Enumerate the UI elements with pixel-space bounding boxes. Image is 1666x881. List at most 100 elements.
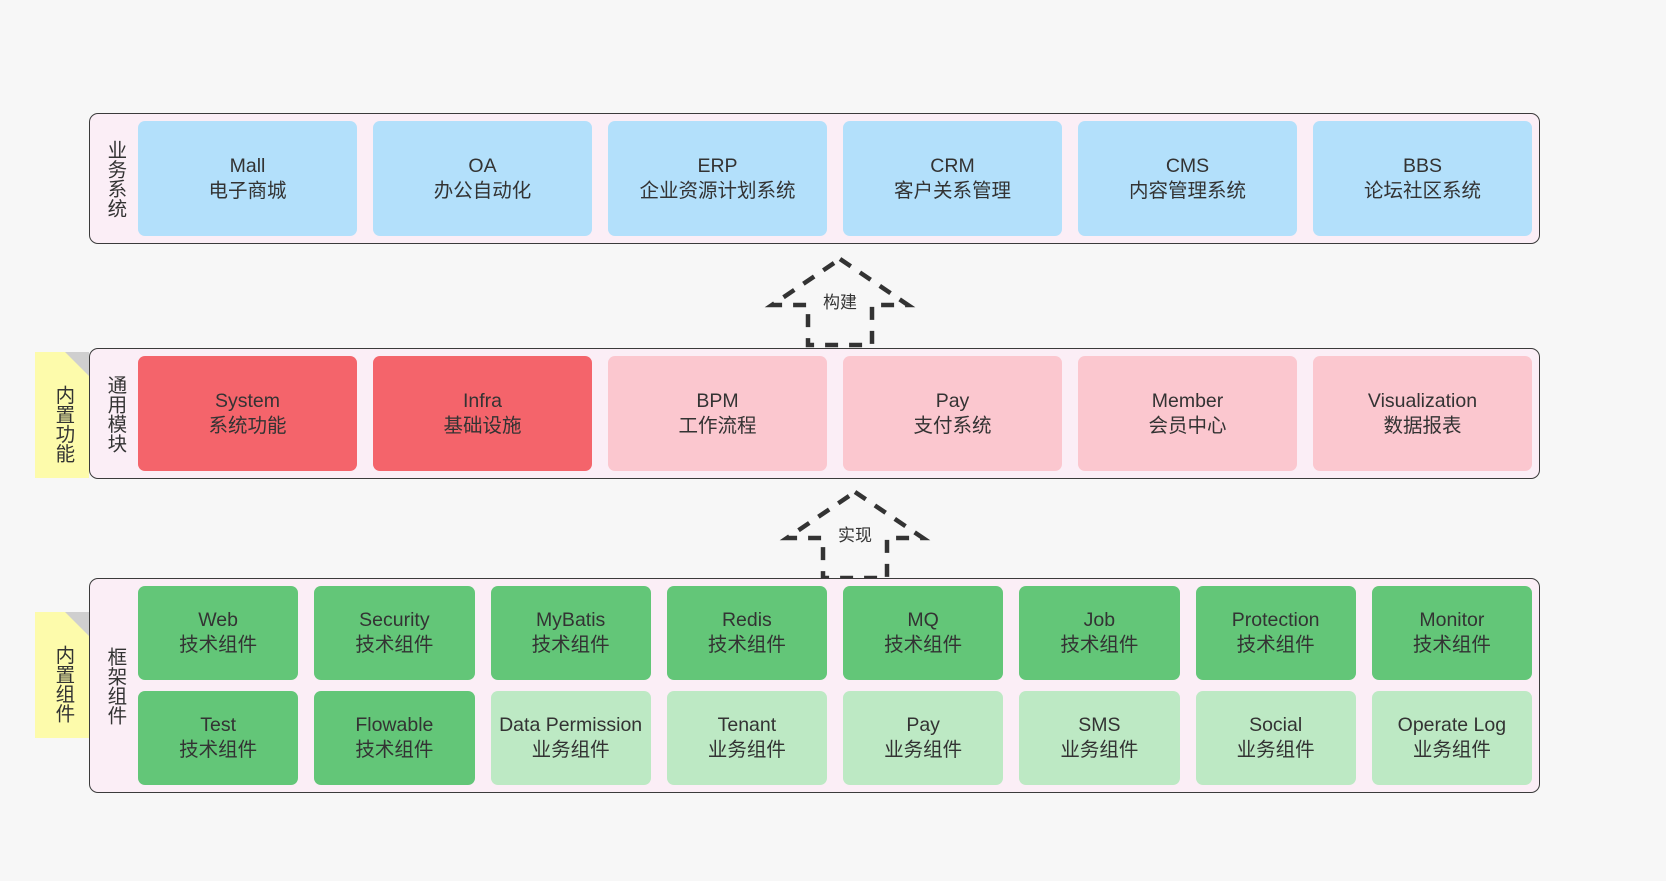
- card-pay[interactable]: Pay 支付系统: [843, 356, 1062, 471]
- card-title-en: BBS: [1402, 154, 1443, 177]
- card-title-en: Pay: [935, 389, 970, 412]
- card-redis[interactable]: Redis 技术组件: [666, 586, 827, 680]
- card-title-en: Flowable: [355, 714, 434, 737]
- card-title-cn: 会员中心: [1148, 414, 1227, 437]
- card-title-cn: 业务组件: [884, 739, 963, 761]
- sticky-note-label: 内置组件: [51, 645, 74, 723]
- card-infra[interactable]: Infra 基础设施: [373, 356, 592, 471]
- card-title-cn: 办公自动化: [433, 179, 532, 202]
- card-title-cn: 技术组件: [531, 634, 610, 656]
- card-row: System 系统功能 Infra 基础设施 BPM 工作流程 Pay 支付系统…: [138, 356, 1532, 471]
- layer-title-framework: 框架组件: [103, 646, 126, 725]
- card-title-en: Test: [200, 714, 236, 737]
- card-title-en: Operate Log: [1397, 714, 1507, 737]
- card-title-cn: 技术组件: [707, 634, 786, 656]
- card-title-en: Member: [1151, 389, 1224, 412]
- card-row: Web 技术组件 Security 技术组件 MyBatis 技术组件 Redi…: [138, 586, 1532, 680]
- card-flowable[interactable]: Flowable 技术组件: [314, 691, 475, 785]
- card-data-permission[interactable]: Data Permission 业务组件: [490, 691, 651, 785]
- card-title-en: CRM: [930, 154, 975, 177]
- card-title-cn: 业务组件: [707, 739, 786, 761]
- card-title-cn: 业务组件: [531, 739, 610, 761]
- card-title-en: Job: [1083, 609, 1116, 632]
- card-title-cn: 支付系统: [913, 414, 992, 437]
- folded-corner-icon: [65, 352, 89, 376]
- folded-corner-icon: [65, 612, 89, 636]
- card-title-en: Pay: [906, 714, 940, 737]
- arrow-build: 构建: [760, 255, 920, 348]
- card-title-en: SMS: [1078, 714, 1121, 737]
- card-title-cn: 业务组件: [1412, 739, 1491, 761]
- card-sms[interactable]: SMS 业务组件: [1019, 691, 1180, 785]
- card-title-cn: 数据报表: [1383, 414, 1462, 437]
- card-erp[interactable]: ERP 企业资源计划系统: [608, 121, 827, 236]
- card-mybatis[interactable]: MyBatis 技术组件: [490, 586, 651, 680]
- card-title-cn: 技术组件: [355, 739, 434, 761]
- card-crm[interactable]: CRM 客户关系管理: [843, 121, 1062, 236]
- card-protection[interactable]: Protection 技术组件: [1195, 586, 1356, 680]
- card-title-en: CMS: [1165, 154, 1210, 177]
- card-title-cn: 业务组件: [1060, 739, 1139, 761]
- layer-body-common: System 系统功能 Infra 基础设施 BPM 工作流程 Pay 支付系统…: [131, 356, 1532, 471]
- card-row: Test 技术组件 Flowable 技术组件 Data Permission …: [138, 691, 1532, 785]
- card-title-en: Infra: [462, 389, 503, 412]
- card-title-cn: 技术组件: [1060, 634, 1139, 656]
- layer-body-business: Mall 电子商城 OA 办公自动化 ERP 企业资源计划系统 CRM 客户关系…: [131, 121, 1532, 236]
- card-visualization[interactable]: Visualization 数据报表: [1313, 356, 1532, 471]
- layer-business-systems: 业务系统 Mall 电子商城 OA 办公自动化 ERP 企业资源计划系统 CRM…: [89, 113, 1540, 244]
- layer-title-common: 通用模块: [103, 374, 126, 453]
- card-title-cn: 业务组件: [1236, 739, 1315, 761]
- card-title-en: MyBatis: [535, 609, 606, 632]
- card-title-en: Visualization: [1367, 389, 1478, 412]
- card-title-cn: 技术组件: [1236, 634, 1315, 656]
- card-job[interactable]: Job 技术组件: [1019, 586, 1180, 680]
- card-member[interactable]: Member 会员中心: [1078, 356, 1297, 471]
- card-title-cn: 技术组件: [179, 739, 258, 761]
- card-title-cn: 内容管理系统: [1128, 179, 1246, 202]
- card-monitor[interactable]: Monitor 技术组件: [1371, 586, 1532, 680]
- sticky-note-builtin-features[interactable]: 内置功能: [35, 352, 89, 478]
- card-system[interactable]: System 系统功能: [138, 356, 357, 471]
- card-title-cn: 论坛社区系统: [1363, 179, 1481, 202]
- sticky-note-label: 内置功能: [51, 385, 74, 463]
- card-cms[interactable]: CMS 内容管理系统: [1078, 121, 1297, 236]
- card-title-cn: 技术组件: [355, 634, 434, 656]
- card-title-en: Web: [198, 609, 238, 632]
- card-row: Mall 电子商城 OA 办公自动化 ERP 企业资源计划系统 CRM 客户关系…: [138, 121, 1532, 236]
- card-title-cn: 电子商城: [208, 179, 287, 202]
- card-bbs[interactable]: BBS 论坛社区系统: [1313, 121, 1532, 236]
- card-title-en: Mall: [229, 154, 266, 177]
- card-title-cn: 工作流程: [678, 414, 757, 437]
- card-oa[interactable]: OA 办公自动化: [373, 121, 592, 236]
- card-title-cn: 企业资源计划系统: [639, 179, 796, 202]
- card-title-cn: 系统功能: [208, 414, 287, 437]
- card-bpm[interactable]: BPM 工作流程: [608, 356, 827, 471]
- card-title-en: Redis: [721, 609, 772, 632]
- card-title-en: ERP: [697, 154, 738, 177]
- layer-common-modules: 通用模块 System 系统功能 Infra 基础设施 BPM 工作流程 Pay…: [89, 348, 1540, 479]
- card-title-cn: 客户关系管理: [893, 179, 1011, 202]
- sticky-note-builtin-components[interactable]: 内置组件: [35, 612, 89, 738]
- dashed-up-arrow-icon: [764, 256, 916, 348]
- card-title-en: Data Permission: [499, 714, 643, 737]
- card-mall[interactable]: Mall 电子商城: [138, 121, 357, 236]
- card-operate-log[interactable]: Operate Log 业务组件: [1371, 691, 1532, 785]
- dashed-up-arrow-icon: [779, 489, 931, 581]
- card-title-en: System: [214, 389, 280, 412]
- card-social[interactable]: Social 业务组件: [1195, 691, 1356, 785]
- card-title-cn: 技术组件: [179, 634, 258, 656]
- card-pay-business[interactable]: Pay 业务组件: [843, 691, 1004, 785]
- card-test[interactable]: Test 技术组件: [138, 691, 299, 785]
- card-tenant[interactable]: Tenant 业务组件: [666, 691, 827, 785]
- card-mq[interactable]: MQ 技术组件: [843, 586, 1004, 680]
- card-title-en: OA: [468, 154, 497, 177]
- card-title-en: Monitor: [1419, 609, 1485, 632]
- card-security[interactable]: Security 技术组件: [314, 586, 475, 680]
- card-title-en: Protection: [1231, 609, 1320, 632]
- card-web[interactable]: Web 技术组件: [138, 586, 299, 680]
- layer-body-framework: Web 技术组件 Security 技术组件 MyBatis 技术组件 Redi…: [131, 586, 1532, 785]
- layer-title-business: 业务系统: [103, 139, 126, 218]
- card-title-en: MQ: [907, 609, 939, 632]
- card-title-cn: 技术组件: [1412, 634, 1491, 656]
